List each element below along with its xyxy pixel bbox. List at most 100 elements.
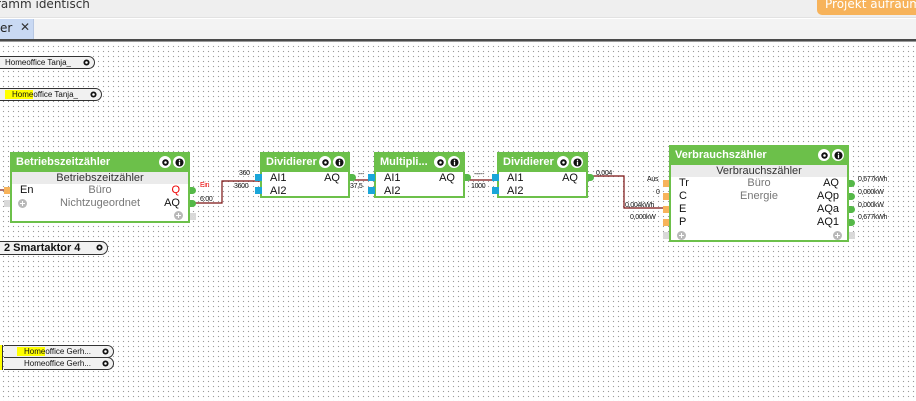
input-pin-empty[interactable] (4, 200, 10, 207)
output-pin-aq[interactable] (588, 174, 594, 181)
gear-icon[interactable] (89, 90, 98, 99)
divider (0, 41, 916, 42)
block-header[interactable]: Multipli... (376, 154, 463, 172)
gear-icon[interactable] (159, 156, 171, 168)
block-room: Büro (88, 184, 112, 196)
output-value-q: Ein (200, 182, 210, 189)
info-icon[interactable] (173, 156, 185, 168)
output-pin-aq[interactable] (350, 174, 356, 181)
input-pin-empty[interactable] (663, 232, 669, 239)
block-header[interactable]: Betriebszeitzähler (12, 154, 188, 172)
reference-smartaktor[interactable]: 2 Smartaktor 4 (0, 241, 108, 255)
block-subtitle: Verbrauchszähler (671, 165, 847, 177)
tab-active[interactable]: er ✕ (0, 19, 34, 39)
block-function: Nichtzugeordnet (59, 197, 141, 209)
reference-label: 2 Smartaktor 4 (4, 242, 81, 254)
input-value-p: 0,000kW (630, 214, 656, 221)
highlight-marker (0, 345, 3, 358)
input-pin-ai2[interactable] (255, 187, 262, 194)
block-header[interactable]: Verbrauchszähler (671, 147, 847, 165)
input-pin-ai1[interactable] (368, 174, 375, 181)
output-label-aq: AQ (562, 172, 578, 184)
input-pin-ai2[interactable] (368, 187, 375, 194)
add-input-icon[interactable] (677, 231, 686, 240)
add-output-icon[interactable] (174, 211, 183, 220)
output-label-aq: AQ (439, 172, 455, 184)
input-label-c: C (679, 190, 687, 202)
block-title: Dividierer (503, 156, 554, 168)
tab-label: er (0, 21, 13, 35)
gear-icon[interactable] (82, 58, 91, 67)
input-pin-ai1[interactable] (492, 174, 499, 181)
reference-homeoffice-tanja-2[interactable]: Homeoffice Tanja_ (0, 88, 102, 101)
gear-icon[interactable] (818, 149, 830, 161)
output-pin-aqa[interactable] (849, 206, 855, 213)
input-pin-e[interactable] (663, 206, 669, 213)
input-value-ai1: --- (358, 171, 365, 178)
input-pin-en[interactable] (4, 187, 10, 194)
output-pin-empty[interactable] (849, 232, 855, 239)
output-pin-aq1[interactable] (849, 219, 855, 226)
block-title: Betriebszeitzähler (16, 156, 111, 168)
search-highlight: Home (5, 90, 34, 99)
input-pin-c[interactable] (663, 193, 669, 200)
input-label-ai1: AI1 (270, 172, 287, 184)
reference-homeoffice-gerh-2[interactable]: Homeoffice Gerh... (4, 357, 114, 370)
gear-icon[interactable] (319, 156, 331, 168)
output-pin-aq[interactable] (465, 174, 471, 181)
input-value-tr: Aus (647, 176, 659, 183)
output-label-aqp: AQp (816, 190, 839, 202)
info-icon[interactable] (832, 149, 844, 161)
gear-icon[interactable] (434, 156, 446, 168)
divider (0, 39, 916, 41)
input-pin-ai2[interactable] (492, 187, 499, 194)
block-subtitle: Betriebszeitzähler (12, 172, 188, 184)
output-pin-aqp[interactable] (849, 193, 855, 200)
output-label-aq: AQ (324, 172, 340, 184)
reference-homeoffice-gerh[interactable]: Homeoffice Gerh... (4, 345, 114, 358)
block-betriebszeitzaehler[interactable]: Betriebszeitzähler Betriebszeitzähler Bü… (10, 152, 190, 223)
output-pin-empty[interactable] (190, 213, 196, 220)
input-value-ai1: ---- (476, 171, 485, 178)
reference-homeoffice-tanja[interactable]: Homeoffice Tanja_ (0, 56, 95, 69)
info-icon[interactable] (448, 156, 460, 168)
gear-icon[interactable] (101, 359, 110, 368)
gear-icon[interactable] (557, 156, 569, 168)
input-pin-ai1[interactable] (255, 174, 262, 181)
add-input-icon[interactable] (18, 199, 27, 208)
add-output-icon[interactable] (833, 231, 842, 240)
info-icon[interactable] (571, 156, 583, 168)
input-label-p: P (679, 216, 687, 228)
input-label-e: E (679, 203, 687, 215)
info-icon[interactable] (333, 156, 345, 168)
input-label-ai1: AI1 (384, 172, 401, 184)
reference-label: Homeoffice Gerh... (24, 359, 91, 368)
gear-icon[interactable] (95, 243, 104, 252)
block-header[interactable]: Dividierer (499, 154, 586, 172)
output-pin-aq[interactable] (849, 180, 855, 187)
close-icon[interactable]: ✕ (20, 20, 31, 34)
output-value-aq: 37,5 (350, 183, 363, 190)
input-pin-p[interactable] (663, 219, 669, 226)
output-value-aq: 0,677kWh (858, 176, 888, 183)
input-pin-tr[interactable] (663, 180, 669, 187)
output-label-q: Q (171, 184, 180, 196)
reference-label: office Tanja_ (33, 90, 78, 99)
output-pin-q[interactable] (190, 187, 196, 194)
output-pin-aq[interactable] (190, 200, 196, 207)
block-header[interactable]: Dividierer (262, 154, 348, 172)
window-title: ramm identisch (0, 0, 90, 11)
output-value-aqa: 0,000kW (858, 202, 884, 209)
gear-icon[interactable] (101, 347, 110, 356)
output-value-aq: 0,004 (596, 170, 613, 177)
input-value-ai1: 360 (239, 170, 250, 177)
reference-label: office Gerh... (45, 347, 91, 356)
input-label-tr: Tr (679, 177, 689, 189)
output-label-aq: AQ (164, 197, 180, 209)
